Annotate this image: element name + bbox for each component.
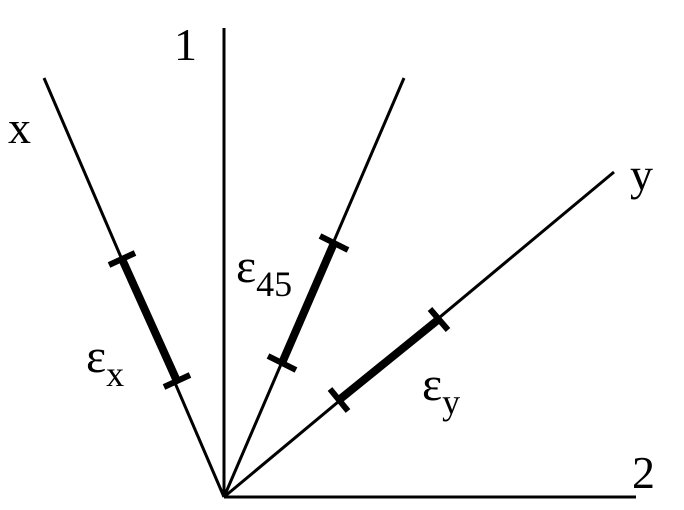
- eps-y-symbol: ε: [422, 358, 442, 411]
- axis-y-label: y: [630, 149, 653, 200]
- eps-x-tick-upper: [107, 250, 137, 268]
- eps-45-tick-upper: [318, 233, 350, 253]
- eps-y-tick-lower: [327, 387, 351, 413]
- eps-x-tick-lower: [162, 372, 192, 390]
- eps-y-subscript: y: [442, 382, 460, 422]
- axis-2-label: 2: [632, 447, 655, 498]
- eps-x-subscript: x: [106, 354, 124, 394]
- eps-x-label: εx: [86, 330, 124, 394]
- axis-x-label: x: [8, 102, 31, 153]
- eps-45-tick-lower: [266, 353, 298, 373]
- eps-45-label: ε45: [236, 240, 292, 304]
- axis-1-label: 1: [174, 19, 197, 70]
- eps-45-subscript: 45: [256, 264, 292, 304]
- eps-x-symbol: ε: [86, 330, 106, 383]
- eps-45-segment: [278, 241, 338, 365]
- eps-y-label: εy: [422, 358, 460, 422]
- eps-x-segment: [118, 257, 181, 383]
- eps-y-segment: [336, 315, 442, 404]
- eps-y-tick-upper: [427, 307, 451, 332]
- eps-45-symbol: ε: [236, 240, 256, 293]
